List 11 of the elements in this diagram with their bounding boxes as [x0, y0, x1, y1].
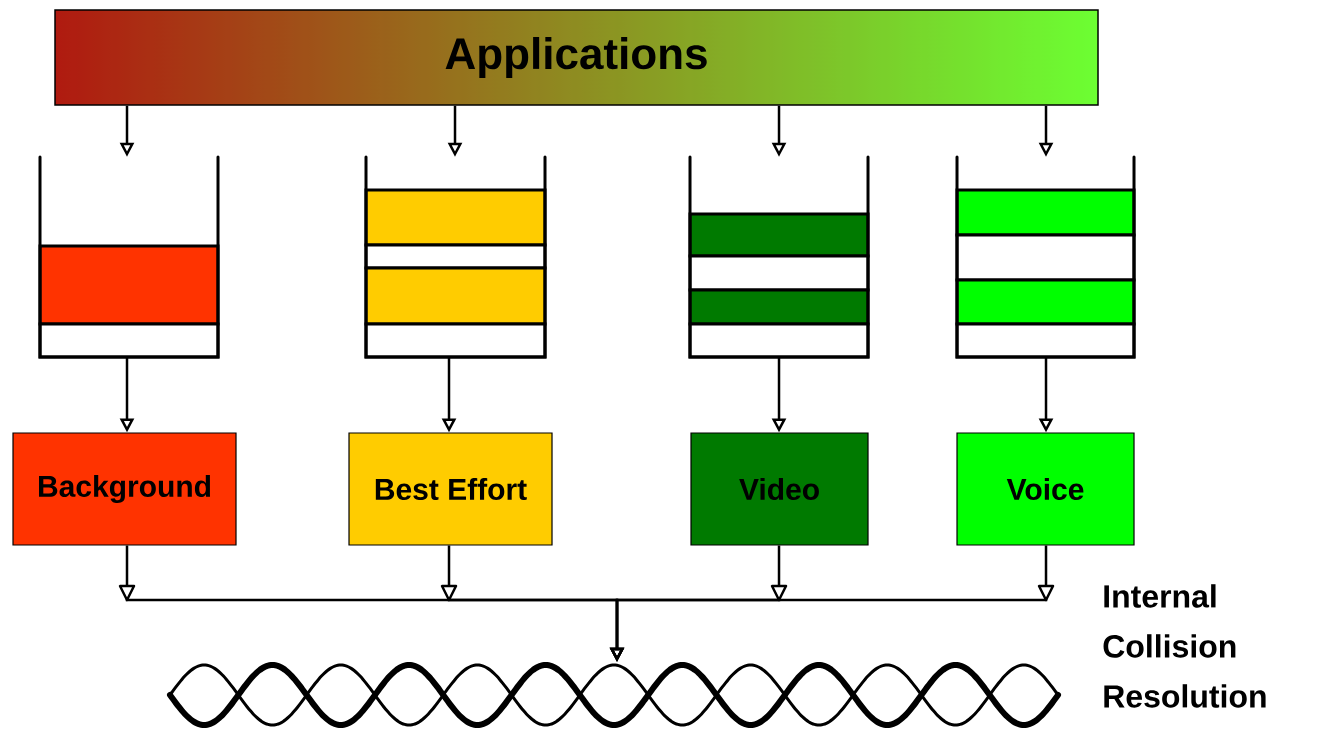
category-box: Background	[12, 432, 237, 546]
side-label: Internal Collision Resolution	[1103, 584, 1266, 708]
category-box: Video	[690, 432, 869, 546]
category-box: Voice	[956, 432, 1135, 546]
queue-drawing	[688, 155, 870, 359]
queue-drawing	[364, 155, 547, 359]
twisted-wave-drawing	[167, 662, 1061, 728]
applications-bar: Applications	[54, 9, 1099, 106]
category-box: Best Effort	[348, 432, 553, 546]
queue-drawing	[955, 155, 1136, 359]
queue-drawing	[38, 155, 220, 359]
